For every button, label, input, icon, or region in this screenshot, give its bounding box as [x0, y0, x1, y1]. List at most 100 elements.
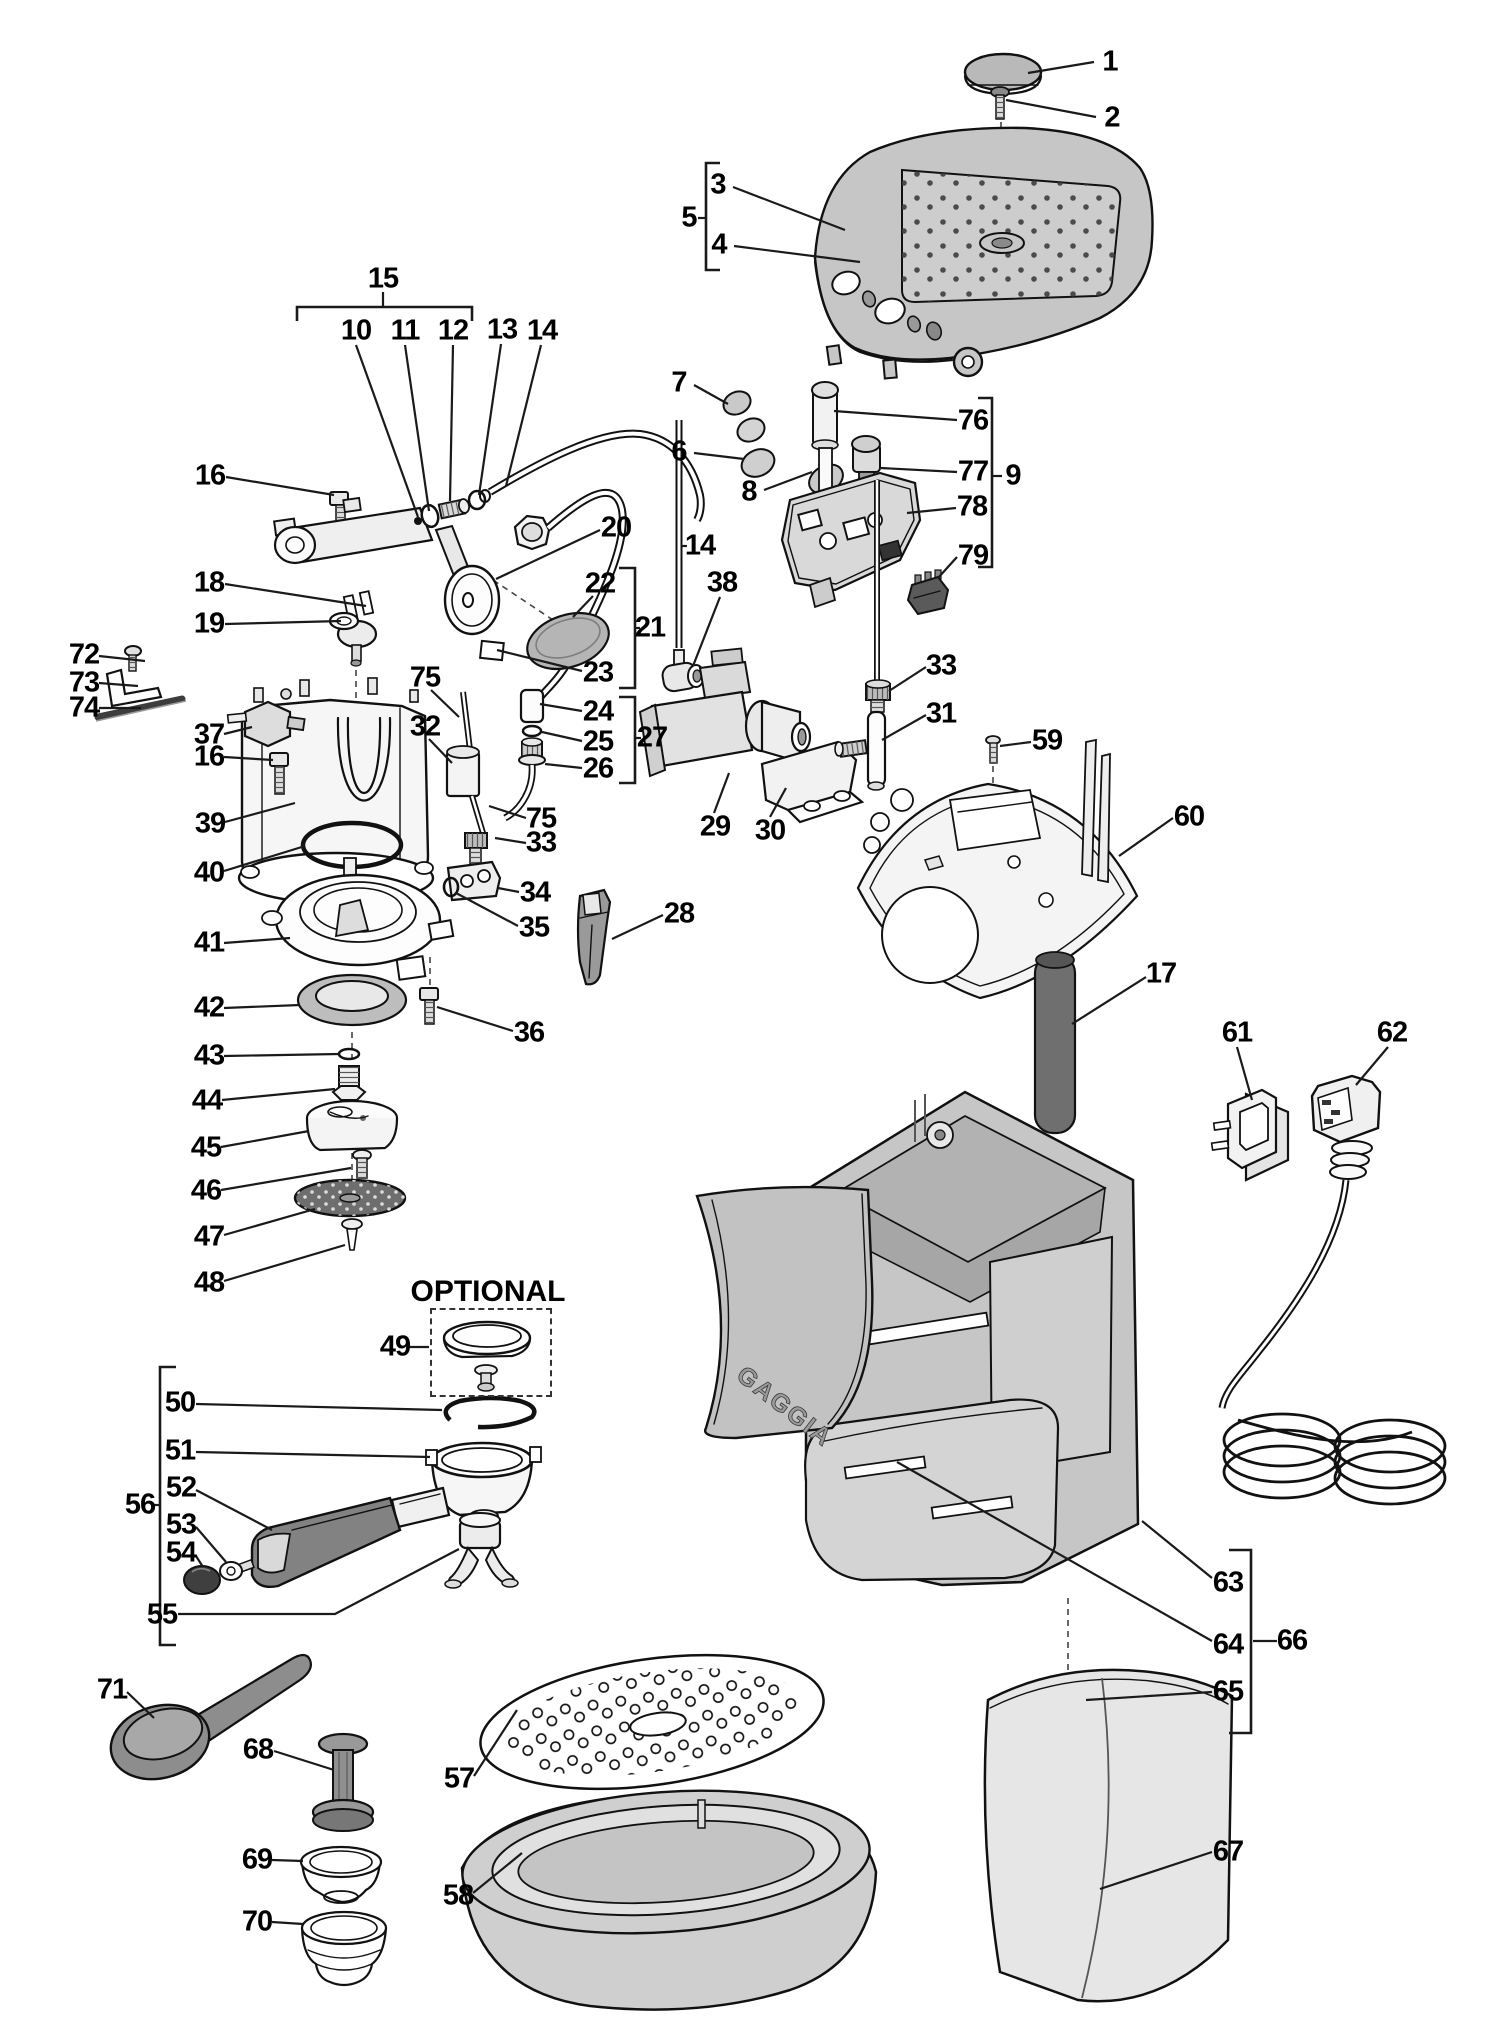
leader-line-22	[572, 595, 594, 618]
leader-line-33	[888, 666, 927, 692]
group-bracket-27	[619, 695, 637, 785]
lid-screw	[990, 86, 1010, 120]
boiler-screw	[269, 752, 289, 795]
leader-line-73	[98, 681, 139, 688]
leader-line-65	[1085, 1690, 1213, 1702]
group-bracket-9	[978, 396, 994, 569]
leader-line-63	[1141, 1520, 1213, 1579]
leader-line-43	[223, 1052, 340, 1058]
leader-line-34	[497, 886, 520, 894]
leader-line-72	[98, 654, 146, 663]
gasket-ring	[296, 973, 408, 1027]
leader-line-12	[448, 344, 455, 502]
hose-end-fitting	[503, 737, 546, 822]
leader-line-62	[1355, 1046, 1389, 1086]
leader-line-69	[271, 1858, 304, 1863]
block-oring	[442, 876, 460, 898]
leader-line-79	[937, 556, 958, 579]
leader-line-2	[1005, 98, 1097, 119]
leader-line-77	[880, 466, 958, 474]
leader-line-42	[223, 1003, 301, 1010]
coffee-scoop	[109, 1653, 312, 1781]
shower-disc	[293, 1178, 407, 1218]
leader-line-24	[539, 702, 583, 713]
tamper	[311, 1732, 375, 1832]
power-socket	[1210, 1088, 1290, 1182]
group-oring-small	[414, 517, 422, 525]
shower-holder	[261, 857, 455, 981]
leader-line-75	[430, 689, 460, 718]
leader-line-41	[223, 936, 291, 945]
group-bracket-21	[619, 566, 637, 690]
leader-line-70	[271, 1920, 304, 1926]
handle-washer-screw	[219, 1558, 255, 1581]
leader-line-30	[769, 787, 787, 818]
leader-line-44	[221, 1087, 336, 1102]
power-cord-plug	[1218, 1074, 1382, 1409]
temperature-sensor	[226, 700, 306, 748]
valve-block	[446, 860, 502, 902]
leader-line-26	[544, 762, 583, 770]
leader-line-28	[611, 914, 664, 940]
leader-line-47	[223, 1207, 316, 1237]
filter-basket-single	[299, 1845, 383, 1904]
leader-line-16	[225, 475, 335, 497]
leader-line-4	[733, 244, 861, 264]
mounting-bracket	[105, 668, 163, 708]
power-cord-coil	[1222, 1412, 1447, 1506]
leader-line-17	[1071, 976, 1147, 1025]
hose-clamp	[467, 489, 491, 511]
drip-plate	[479, 1653, 825, 1791]
leader-line-51	[195, 1450, 431, 1459]
leader-line-6	[693, 451, 745, 461]
indicator-lamp-covers	[722, 390, 844, 495]
leader-line-36	[436, 1005, 514, 1033]
handle-end-knob	[183, 1565, 221, 1595]
leader-line-78	[906, 506, 957, 515]
leader-line-57	[473, 1709, 518, 1777]
leader-line-52	[195, 1489, 273, 1531]
leader-line-29	[712, 772, 731, 814]
thermostat-washer	[328, 611, 360, 631]
cover-buttons	[831, 270, 943, 341]
leader-line-11	[403, 344, 431, 512]
base-plate	[856, 738, 1139, 1000]
optional-label: OPTIONAL	[410, 1275, 566, 1308]
leader-line-35	[455, 892, 519, 927]
steam-valve	[834, 480, 891, 791]
leader-line-45	[220, 1129, 310, 1149]
crema-device	[442, 1320, 532, 1392]
leader-line-67	[1099, 1850, 1213, 1891]
group-bracket-66	[1229, 1548, 1253, 1735]
leader-line-33	[494, 836, 527, 845]
bracket-screw	[124, 645, 142, 672]
leader-line-20	[495, 529, 601, 580]
suction-tube	[1033, 951, 1077, 1135]
leader-line-53	[195, 1526, 227, 1563]
portafilter-cup	[425, 1441, 542, 1523]
rubber-pad	[526, 611, 610, 671]
group-bracket-15	[295, 305, 474, 321]
leader-line-76	[833, 409, 958, 422]
group-hose-loop	[534, 488, 627, 703]
steam-nozzle	[576, 888, 612, 986]
leader-line-32	[428, 738, 453, 764]
leader-line-60	[1118, 817, 1174, 857]
water-hose	[487, 429, 705, 523]
leader-line-19	[224, 619, 342, 626]
leader-line-13	[477, 343, 503, 496]
leader-line-54	[195, 1555, 204, 1568]
leader-line-50	[195, 1402, 443, 1412]
drip-tray	[460, 1789, 878, 2011]
pump	[638, 647, 812, 778]
base-plate-screw	[985, 735, 1001, 764]
machine-body	[804, 1090, 1140, 1587]
leader-line-48	[223, 1243, 346, 1283]
leader-line-61	[1235, 1046, 1254, 1101]
switch-holder-plate	[780, 471, 922, 609]
hose-sleeve	[519, 688, 545, 724]
leader-line-58	[472, 1852, 523, 1894]
leader-line-8	[763, 470, 813, 492]
shower-screw	[341, 1218, 363, 1251]
